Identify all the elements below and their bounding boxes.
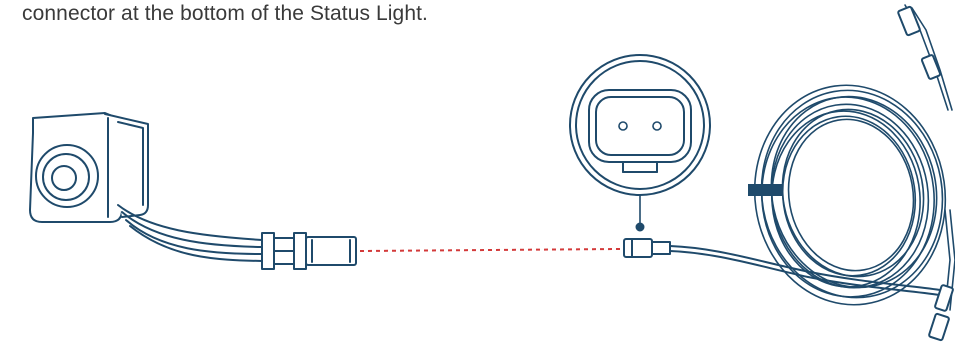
connector-face-detail — [569, 54, 711, 232]
connection-dashed-line — [359, 248, 621, 252]
instruction-text: connector at the bottom of the Status Li… — [22, 2, 428, 25]
coiled-cable — [748, 4, 955, 342]
cable-connector — [623, 238, 941, 296]
status-light-connector — [261, 232, 357, 270]
status-light-device — [29, 112, 263, 262]
